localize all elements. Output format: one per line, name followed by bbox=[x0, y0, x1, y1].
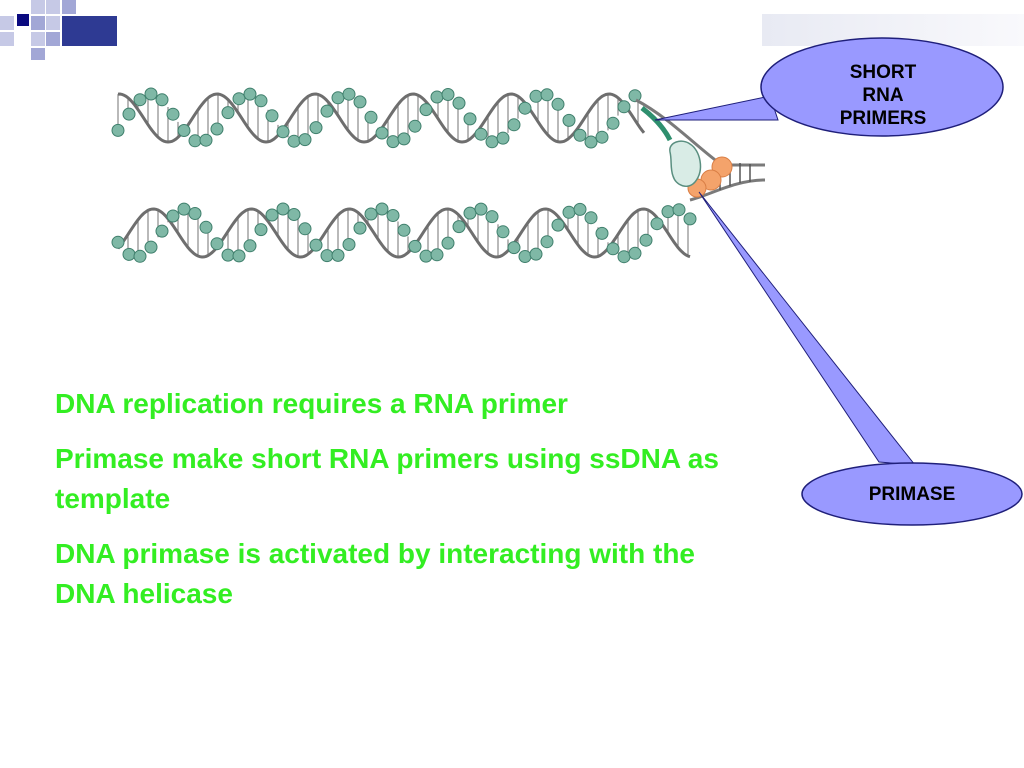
primers-label: SHORT RNA PRIMERS bbox=[839, 62, 927, 129]
dna-strand-top bbox=[111, 87, 646, 149]
primase-callout bbox=[698, 191, 1023, 526]
bullet-1: DNA replication requires a RNA primer bbox=[55, 388, 568, 419]
dna-strand-bottom bbox=[111, 202, 697, 264]
primers-callout bbox=[654, 37, 1004, 137]
helicase-icon bbox=[687, 156, 733, 198]
bullet-2: Primase make short RNA primers using ssD… bbox=[55, 443, 719, 514]
bullet-list: DNA replication requires a RNA primer Pr… bbox=[55, 384, 755, 629]
primase-icon bbox=[669, 140, 702, 187]
primase-label: PRIMASE bbox=[868, 484, 956, 505]
bullet-3: DNA primase is activated by interacting … bbox=[55, 538, 696, 609]
logo bbox=[0, 0, 120, 60]
